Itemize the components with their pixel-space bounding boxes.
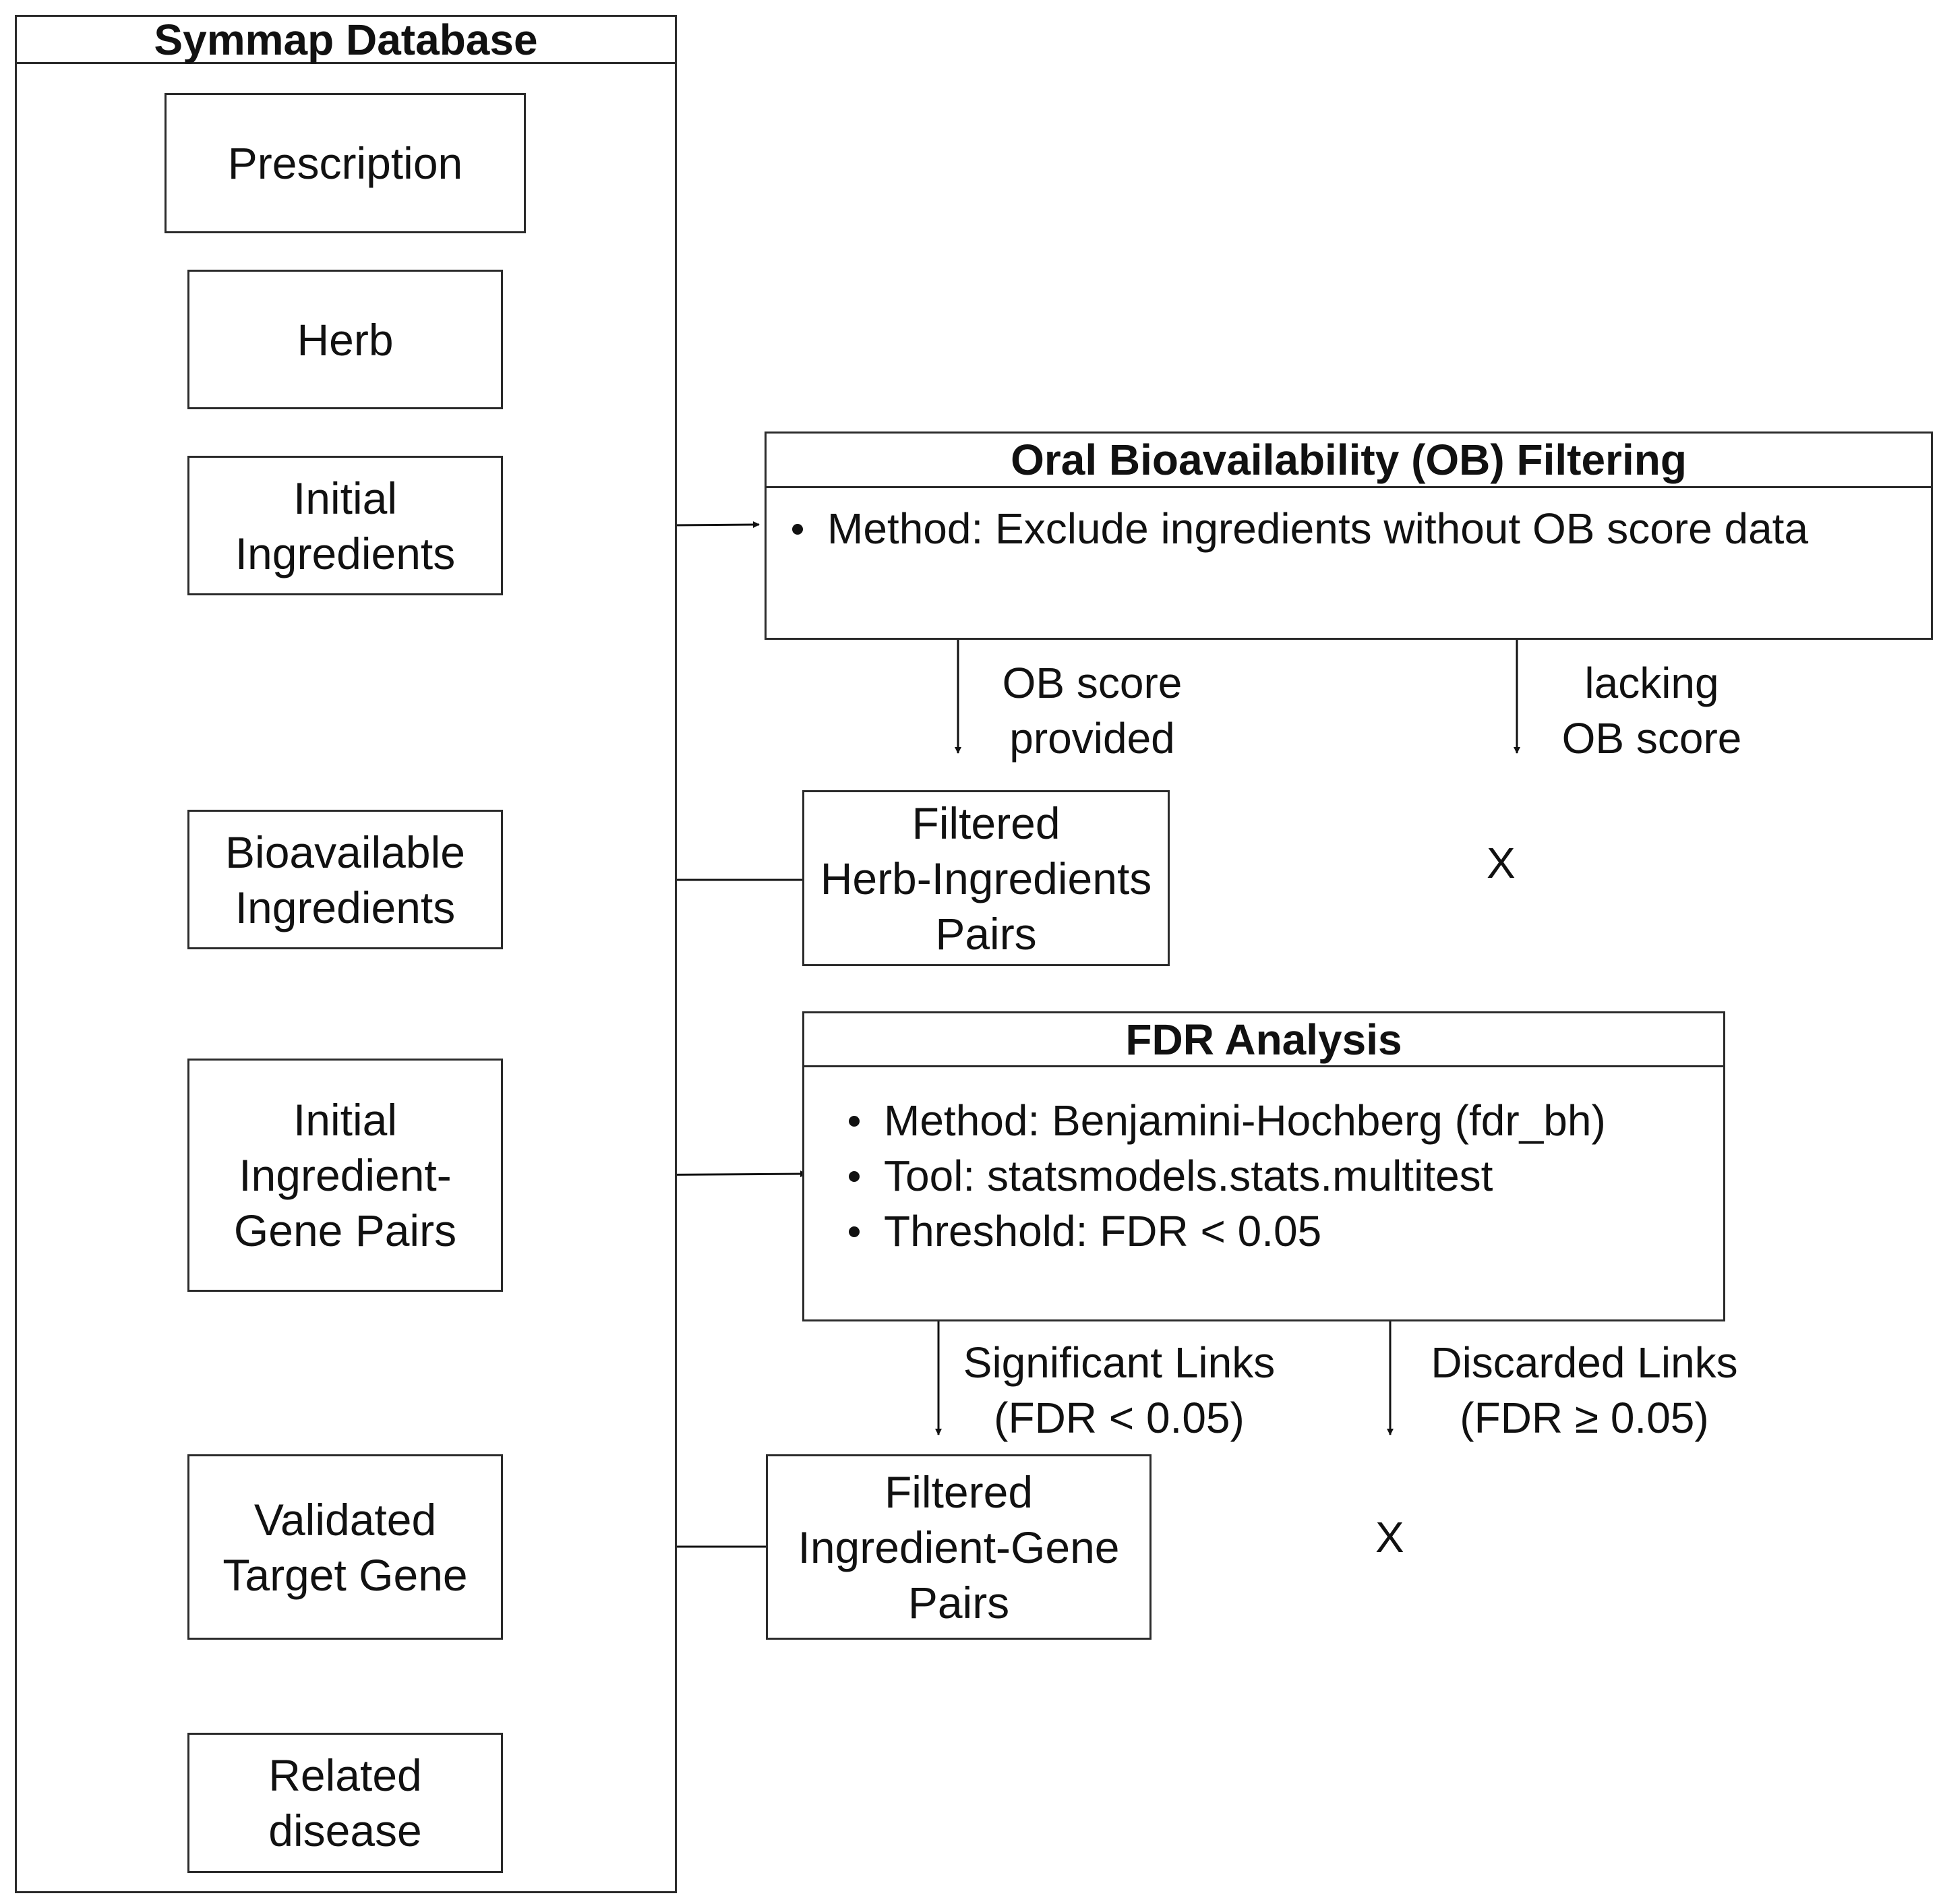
ob-filtering-title: Oral Bioavailability (OB) Filtering	[767, 434, 1931, 488]
filtered-herb-ingredients-pairs-node: Filtered Herb-Ingredients Pairs	[802, 790, 1170, 966]
ob-discarded-mark: X	[1487, 839, 1516, 887]
fdr-analysis-panel: FDR Analysis Method: Benjamini-Hochberg …	[802, 1011, 1725, 1321]
fdr-tool: Tool: statsmodels.stats.multitest	[835, 1148, 1606, 1203]
ob-filtering-method-list: Method: Exclude ingredients without OB s…	[779, 501, 1808, 556]
prescription-node: Prescription	[165, 93, 526, 233]
related-disease-node: Related disease	[187, 1733, 503, 1873]
discarded-links-label: Discarded Links (FDR ≥ 0.05)	[1431, 1338, 1738, 1442]
ob-filtering-method: Method: Exclude ingredients without OB s…	[779, 501, 1808, 556]
fdr-discarded-mark: X	[1375, 1513, 1404, 1561]
fdr-threshold: Threshold: FDR < 0.05	[835, 1203, 1606, 1259]
filtered-ingredient-gene-pairs-node: Filtered Ingredient-Gene Pairs	[766, 1454, 1152, 1640]
validated-target-gene-node: Validated Target Gene	[187, 1454, 503, 1640]
bioavailable-ingredients-node: Bioavailable Ingredients	[187, 810, 503, 949]
fdr-analysis-title: FDR Analysis	[804, 1013, 1723, 1067]
fdr-method: Method: Benjamini-Hochberg (fdr_bh)	[835, 1093, 1606, 1148]
herb-node: Herb	[187, 270, 503, 409]
significant-links-label: Significant Links (FDR < 0.05)	[963, 1338, 1276, 1442]
ob-filtering-panel: Oral Bioavailability (OB) Filtering Meth…	[765, 432, 1933, 640]
initial-ingredients-node: Initial Ingredients	[187, 456, 503, 595]
initial-ingredient-gene-pairs-node: Initial Ingredient- Gene Pairs	[187, 1059, 503, 1292]
symmap-database-title: Symmap Database	[17, 17, 675, 64]
ob-score-provided-label: OB score provided	[1002, 659, 1183, 763]
fdr-analysis-method-list: Method: Benjamini-Hochberg (fdr_bh) Tool…	[835, 1093, 1606, 1259]
lacking-ob-score-label: lacking OB score	[1561, 659, 1742, 763]
